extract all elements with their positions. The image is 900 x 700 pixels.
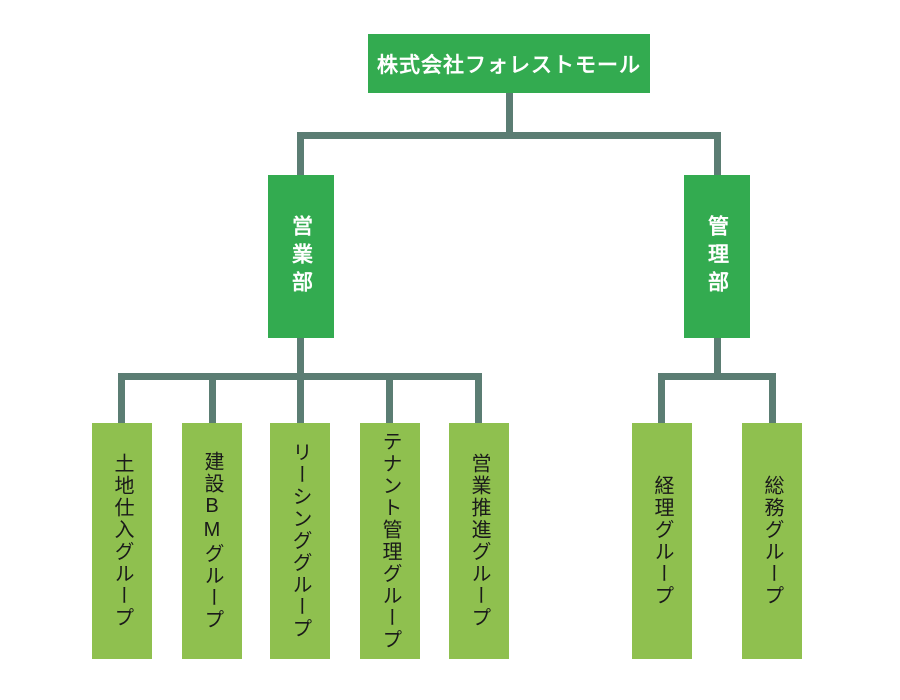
connector-sales-dept-drop [297, 132, 304, 175]
sales-promotion-group-node: 営業推進グループ [449, 423, 509, 659]
general-affairs-group-node: 総務グループ [742, 423, 802, 659]
admin-department-node: 管理部 [684, 175, 750, 338]
construction-bm-group-node: 建設BMグループ [182, 423, 242, 659]
general-affairs-group-label: 総務グループ [761, 475, 783, 607]
connector-group5-drop [475, 373, 482, 423]
connector-top-horizontal [297, 132, 721, 139]
connector-group2-drop [209, 373, 216, 423]
land-acquisition-group-label: 土地仕入グループ [111, 453, 133, 629]
sales-department-node: 営業部 [268, 175, 334, 338]
leasing-group-node: リーシンググループ [270, 423, 330, 659]
admin-department-label: 管理部 [705, 214, 729, 299]
connector-group4-drop [386, 373, 393, 423]
company-root-node: 株式会社フォレストモール [368, 34, 650, 93]
land-acquisition-group-node: 土地仕入グループ [92, 423, 152, 659]
connector-admin-horizontal [658, 373, 776, 380]
sales-promotion-group-label: 営業推進グループ [468, 453, 490, 629]
connector-group6-drop [658, 373, 665, 423]
connector-sales-horizontal [118, 373, 482, 380]
construction-bm-group-label: 建設BMグループ [201, 451, 223, 631]
connector-root-stem [506, 93, 513, 139]
sales-department-label: 営業部 [289, 214, 313, 299]
accounting-group-node: 経理グループ [632, 423, 692, 659]
company-name: 株式会社フォレストモール [377, 53, 641, 77]
connector-admin-dept-stem [714, 338, 721, 380]
leasing-group-label: リーシンググループ [289, 442, 311, 640]
tenant-management-group-label: テナント管理グループ [379, 431, 401, 651]
tenant-management-group-node: テナント管理グループ [360, 423, 420, 659]
connector-admin-dept-drop [714, 132, 721, 175]
connector-group1-drop [118, 373, 125, 423]
connector-group7-drop [769, 373, 776, 423]
accounting-group-label: 経理グループ [651, 475, 673, 607]
connector-sales-dept-stem [297, 338, 304, 423]
